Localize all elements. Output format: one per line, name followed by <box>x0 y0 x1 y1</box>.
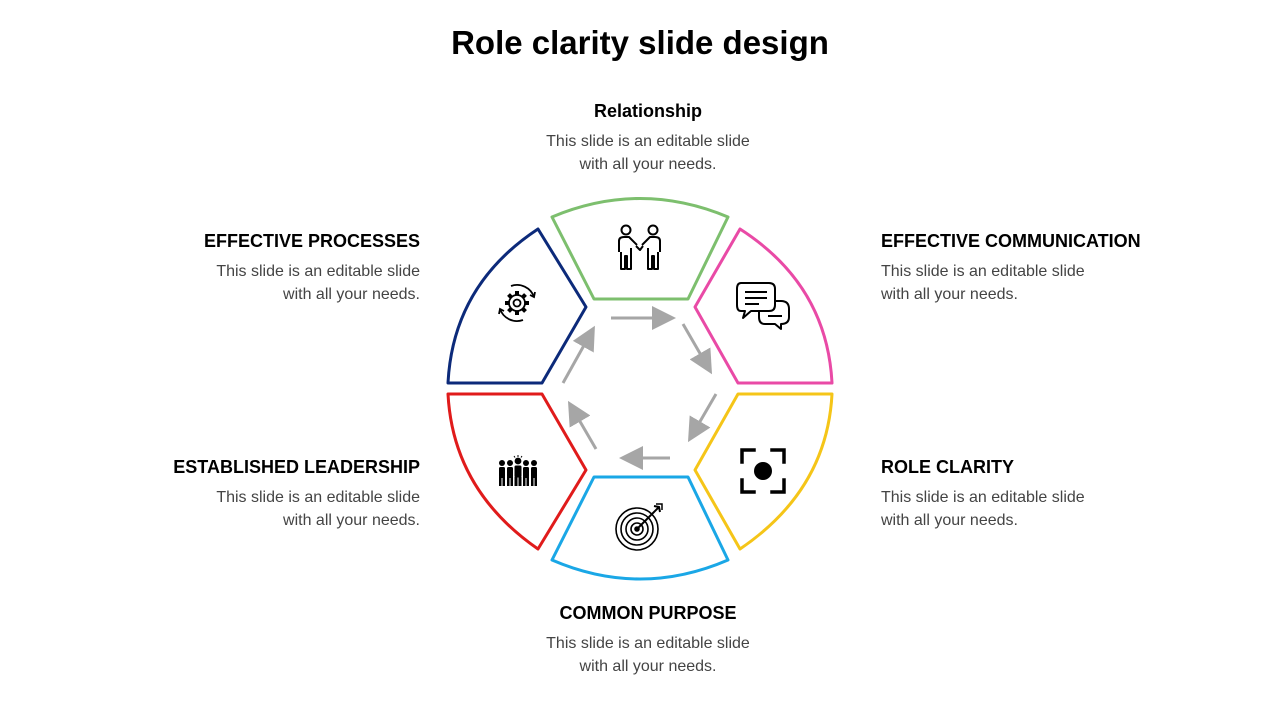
label-established-leadership: ESTABLISHED LEADERSHIP This slide is an … <box>120 456 420 532</box>
cycle-arrow-2 <box>681 323 713 375</box>
heading-effective-processes: EFFECTIVE PROCESSES <box>203 231 420 251</box>
bullseye-arrow-icon <box>615 503 663 551</box>
desc-established-leadership-line1: This slide is an editable slide <box>216 489 420 506</box>
desc-effective-communication-line1: This slide is an editable slide <box>881 263 1085 280</box>
desc-established-leadership-line2: with all your needs. <box>283 512 420 529</box>
label-effective-processes: EFFECTIVE PROCESSES This slide is an edi… <box>120 230 420 306</box>
slide-title: Role clarity slide design <box>451 24 829 61</box>
chat-bubbles-icon <box>736 282 790 330</box>
team-leader-icon <box>499 455 537 486</box>
desc-effective-processes-line1: This slide is an editable slide <box>216 263 420 280</box>
desc-common-purpose-line2: with all your needs. <box>579 658 717 675</box>
desc-role-clarity-line1: This slide is an editable slide <box>881 489 1085 506</box>
handshake-people-icon <box>618 224 661 270</box>
heading-relationship: Relationship <box>593 101 702 121</box>
heading-effective-communication: EFFECTIVE COMMUNICATION <box>881 231 1141 251</box>
desc-role-clarity-line2: with all your needs. <box>881 512 1018 529</box>
heading-role-clarity: ROLE CLARITY <box>881 457 1014 477</box>
desc-relationship-line1: This slide is an editable slide <box>546 133 750 150</box>
label-relationship: Relationship This slide is an editable s… <box>498 100 798 176</box>
label-effective-communication: EFFECTIVE COMMUNICATION This slide is an… <box>881 230 1181 306</box>
segment-common-purpose <box>550 475 730 581</box>
focus-target-icon <box>740 448 786 494</box>
heading-established-leadership: ESTABLISHED LEADERSHIP <box>173 457 420 477</box>
label-common-purpose: COMMON PURPOSE This slide is an editable… <box>498 602 798 678</box>
desc-effective-processes-line2: with all your needs. <box>283 286 420 303</box>
desc-common-purpose-line1: This slide is an editable slide <box>546 635 750 652</box>
desc-relationship-line2: with all your needs. <box>579 156 717 173</box>
label-role-clarity: ROLE CLARITY This slide is an editable s… <box>881 456 1181 532</box>
cycle-arrow-5 <box>567 400 598 450</box>
heading-common-purpose: COMMON PURPOSE <box>559 603 737 623</box>
gear-cycle-icon <box>498 284 536 322</box>
cycle-arrow-6 <box>561 325 595 384</box>
cycle-arrow-3 <box>687 393 718 443</box>
desc-effective-communication-line2: with all your needs. <box>881 286 1018 303</box>
